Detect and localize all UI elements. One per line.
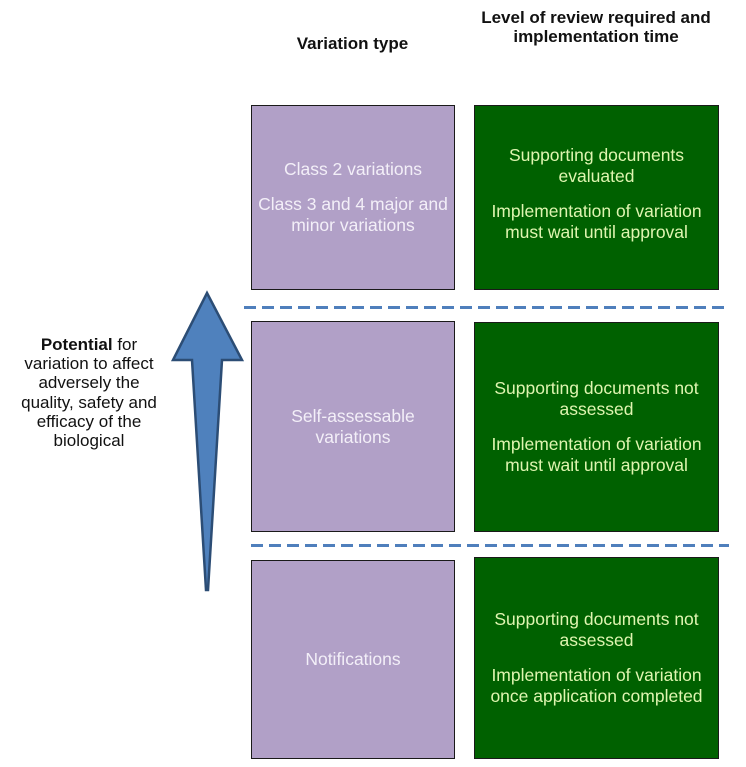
variation-text: Self-assessable variations [291, 405, 415, 447]
review-text: Supporting documents evaluated [508, 144, 685, 186]
review-text: Implementation of variation once applica… [490, 665, 703, 706]
review-text: Implementation of variation must wait un… [491, 434, 702, 475]
variation-type-header: Variation type [296, 34, 409, 53]
potential-emphasis: Potential [40, 335, 113, 354]
review-level-header-text: Level of review required and implementat… [481, 8, 711, 46]
review-text: Supporting documents not assessed [494, 609, 699, 650]
variation-box-self-assessable: Self-assessable variations [251, 321, 455, 532]
review-box-notifications: Supporting documents not assessed Implem… [474, 557, 719, 759]
variation-box-notifications: Notifications [251, 560, 455, 759]
review-box-self-assessable: Supporting documents not assessed Implem… [474, 322, 719, 532]
tier-divider [244, 306, 728, 309]
variation-text: Class 3 and 4 major and minor variations [258, 194, 448, 235]
arrow-shape [170, 290, 245, 592]
tier-divider [251, 544, 729, 547]
review-level-header: Level of review required and implementat… [474, 8, 718, 46]
variation-text: Notifications [305, 649, 401, 669]
variation-text: Class 2 variations [283, 159, 423, 179]
variation-box-class2-3-4: Class 2 variations Class 3 and 4 major a… [251, 105, 455, 290]
review-text: Implementation of variation must wait un… [491, 200, 702, 242]
review-box-class2-3-4: Supporting documents evaluated Implement… [474, 105, 719, 290]
potential-description: for variation to affect adversely the qu… [21, 335, 157, 451]
review-text: Supporting documents not assessed [494, 378, 699, 419]
potential-label: Potential for variation to affect advers… [14, 335, 164, 450]
